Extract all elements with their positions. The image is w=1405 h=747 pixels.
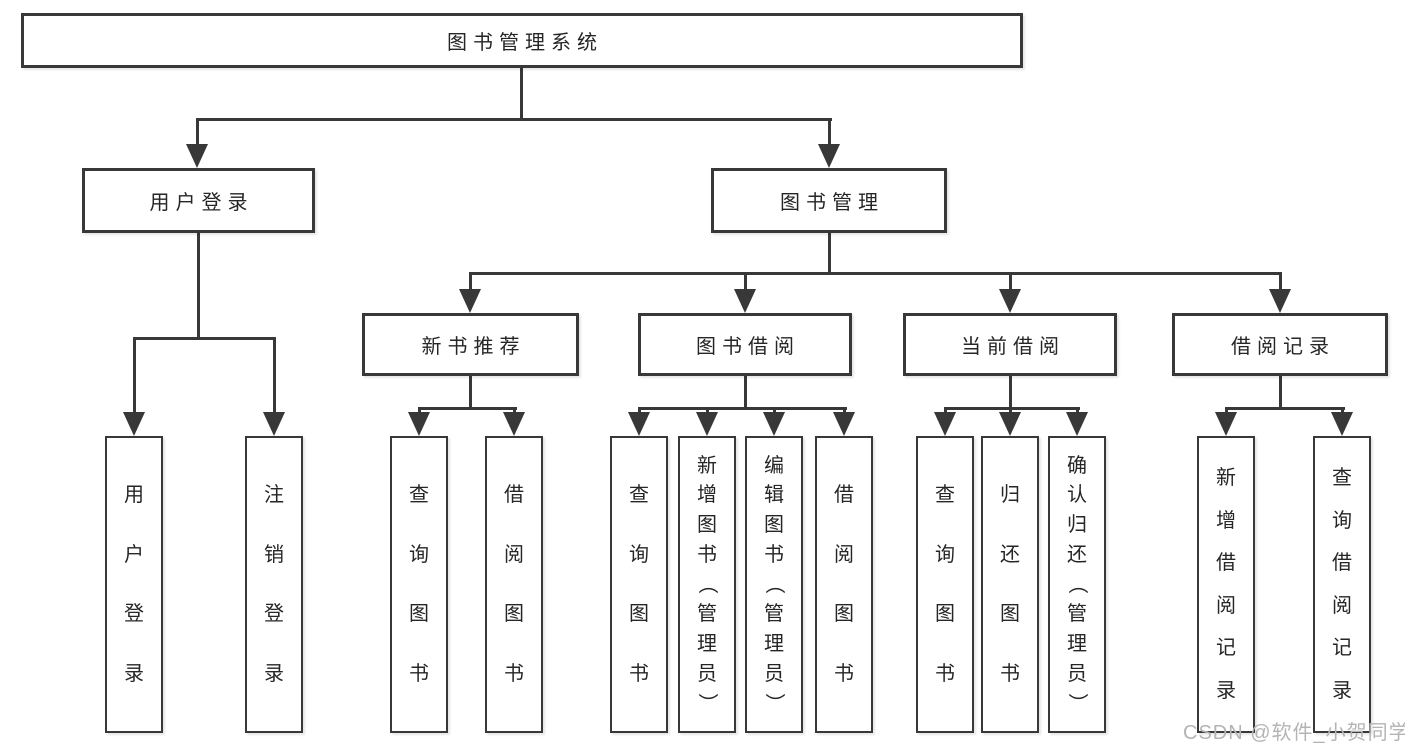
node-root-system: 图书管理系统 [21, 13, 1023, 68]
connector-bookmgmt-hline [469, 272, 1282, 275]
arrow-down-icon [186, 144, 208, 168]
node-label: 用户登录 [149, 192, 254, 214]
connector-l2-shaft [744, 272, 747, 292]
node-book-management: 图书管理 [711, 168, 947, 233]
node-label: 归还图书 [1000, 484, 1020, 685]
node-label: 新增图书（管理员） [696, 454, 718, 714]
arrow-down-icon [503, 412, 525, 436]
connector-userlogin-hline [133, 337, 276, 340]
arrow-down-icon [833, 412, 855, 436]
leaf-query-book: 查询图书 [916, 436, 974, 733]
arrow-down-icon [696, 412, 718, 436]
connector-bookborrow-hline [638, 407, 847, 410]
connector-leaf-shaft [1225, 407, 1228, 415]
arrow-down-icon [1066, 412, 1088, 436]
node-label: 图书管理系统 [447, 32, 603, 54]
leaf-query-borrow-record: 查询借阅记录 [1313, 436, 1371, 733]
arrow-down-icon [123, 412, 145, 436]
leaf-edit-book-admin: 编辑图书（管理员） [745, 436, 803, 733]
node-label: 查询图书 [409, 484, 429, 685]
connector-leaf-shaft [418, 407, 421, 415]
connector-currentborrow-vline [1009, 376, 1012, 410]
connector-leaf-shaft [944, 407, 947, 415]
node-label: 借阅图书 [504, 484, 524, 685]
node-label: 借阅图书 [834, 484, 854, 685]
node-label: 图书借阅 [696, 336, 800, 358]
leaf-borrow-book: 借阅图书 [815, 436, 873, 733]
arrow-down-icon [1269, 289, 1291, 313]
node-label: 新增借阅记录 [1216, 467, 1236, 702]
connector-leaf-shaft [1009, 407, 1012, 415]
leaf-logout: 注销登录 [245, 436, 303, 733]
node-label: 用户登录 [124, 484, 144, 685]
connector-newbook-vline [469, 376, 472, 410]
connector-borrowrecord-hline [1225, 407, 1345, 410]
arrow-down-icon [999, 289, 1021, 313]
connector-root-hline [196, 118, 832, 121]
connector-l2-shaft [469, 272, 472, 292]
node-label: 借阅记录 [1231, 336, 1335, 358]
arrow-down-icon [734, 289, 756, 313]
connector-bookmgmt-vline [828, 233, 831, 275]
node-borrow-record: 借阅记录 [1172, 313, 1388, 376]
connector-root-left-shaft [196, 118, 199, 146]
node-new-book-recommend: 新书推荐 [362, 313, 579, 376]
connector-leaf-shaft [513, 407, 516, 415]
node-user-login: 用户登录 [82, 168, 315, 233]
connector-leaf-shaft [843, 407, 846, 415]
node-label: 查询图书 [629, 484, 649, 685]
leaf-query-book: 查询图书 [390, 436, 448, 733]
leaf-add-borrow-record: 新增借阅记录 [1197, 436, 1255, 733]
arrow-down-icon [408, 412, 430, 436]
node-label: 确认归还（管理员） [1066, 454, 1088, 714]
connector-l2-shaft [1279, 272, 1282, 292]
arrow-down-icon [763, 412, 785, 436]
connector-borrowrecord-vline [1279, 376, 1282, 410]
connector-root-vline [520, 68, 523, 121]
arrow-down-icon [459, 289, 481, 313]
node-label: 注销登录 [264, 484, 284, 685]
connector-leaf-shaft [1341, 407, 1344, 415]
node-label: 查询借阅记录 [1332, 467, 1352, 702]
connector-leaf-shaft [773, 407, 776, 415]
leaf-borrow-book: 借阅图书 [485, 436, 543, 733]
connector-currentborrow-hline [944, 407, 1080, 410]
leaf-add-book-admin: 新增图书（管理员） [678, 436, 736, 733]
arrow-down-icon [818, 144, 840, 168]
arrow-down-icon [999, 412, 1021, 436]
connector-newbook-hline [418, 407, 517, 410]
arrow-down-icon [628, 412, 650, 436]
node-label: 新书推荐 [421, 336, 526, 358]
node-current-borrow: 当前借阅 [903, 313, 1117, 376]
connector-leaf-shaft [1076, 407, 1079, 415]
leaf-return-book: 归还图书 [981, 436, 1039, 733]
connector-root-right-shaft [828, 118, 831, 146]
connector-leaf-shaft [638, 407, 641, 415]
connector-userlogin-vline [197, 233, 200, 339]
leaf-confirm-return-admin: 确认归还（管理员） [1048, 436, 1106, 733]
arrow-down-icon [1331, 412, 1353, 436]
connector-leaf-shaft [706, 407, 709, 415]
node-book-borrow: 图书借阅 [638, 313, 852, 376]
arrow-down-icon [934, 412, 956, 436]
leaf-user-login: 用户登录 [105, 436, 163, 733]
node-label: 编辑图书（管理员） [763, 454, 785, 714]
connector-l2-shaft [1009, 272, 1012, 292]
node-label: 查询图书 [935, 484, 955, 685]
node-label: 当前借阅 [961, 336, 1065, 358]
connector-userlogin-left-shaft [133, 337, 136, 415]
arrow-down-icon [1215, 412, 1237, 436]
connector-userlogin-right-shaft [273, 337, 276, 415]
node-label: 图书管理 [780, 192, 884, 214]
connector-bookborrow-vline [744, 376, 747, 410]
leaf-query-book: 查询图书 [610, 436, 668, 733]
csdn-watermark: CSDN @软件_小贺同学 [1183, 722, 1405, 744]
arrow-down-icon [263, 412, 285, 436]
